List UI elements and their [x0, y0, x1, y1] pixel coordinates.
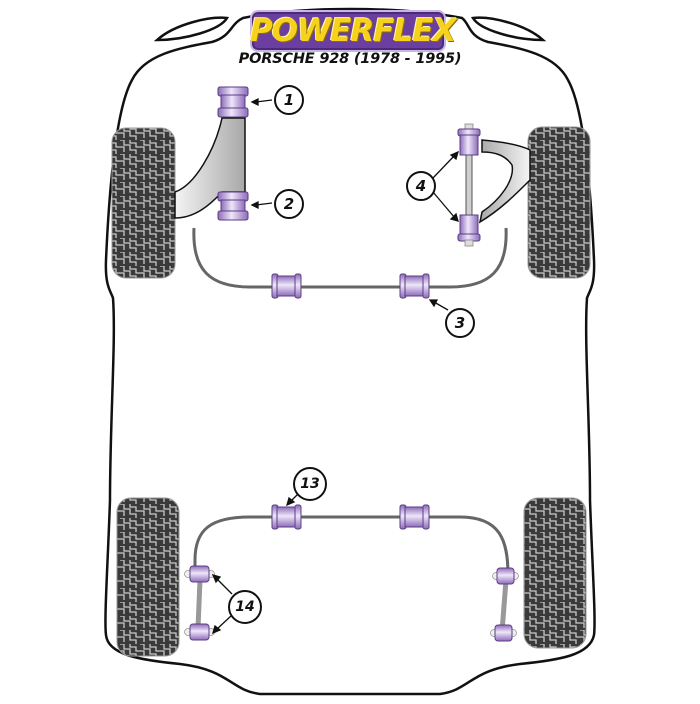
front-anti-roll-bar: [192, 227, 508, 289]
rear-drop-link-left: [195, 579, 203, 629]
bushing-13-left: [271, 504, 302, 530]
callout-1[interactable]: 1: [274, 85, 304, 115]
powerflex-logo: POWERFLEX: [250, 10, 456, 52]
bushing-14-right-bottom: [490, 624, 517, 642]
brand-name: POWERFLEX: [250, 13, 456, 49]
bushing-13-right: [399, 504, 430, 530]
bushing-4-top: [457, 123, 481, 156]
vehicle-title: PORSCHE 928 (1978 - 1995): [238, 51, 462, 67]
front-upper-arm: [478, 139, 531, 224]
rear-drop-link-right: [499, 579, 509, 633]
rear-right-tyre: [523, 497, 587, 649]
front-right-tyre: [527, 126, 591, 279]
bushing-1: [217, 86, 249, 118]
bushing-14-left-top: [184, 565, 215, 583]
callout-14[interactable]: 14: [228, 590, 262, 624]
callout-2[interactable]: 2: [274, 189, 304, 219]
logo-badge: [250, 10, 446, 52]
bushing-3-left: [271, 273, 302, 299]
leader-arrows: [211, 97, 460, 635]
callout-13[interactable]: 13: [293, 467, 327, 501]
bushing-14-right-top: [492, 567, 519, 585]
callout-4[interactable]: 4: [406, 171, 436, 201]
front-left-tyre: [111, 127, 176, 279]
bushing-4-bottom: [457, 214, 481, 247]
callout-3[interactable]: 3: [445, 308, 475, 338]
bushing-2: [217, 191, 249, 221]
bushing-3-right: [399, 273, 430, 299]
rear-anti-roll-bar: [193, 515, 510, 580]
bushing-14-left-bottom: [184, 623, 215, 641]
rear-left-tyre: [116, 497, 180, 657]
car-body-outline: [104, 7, 596, 696]
